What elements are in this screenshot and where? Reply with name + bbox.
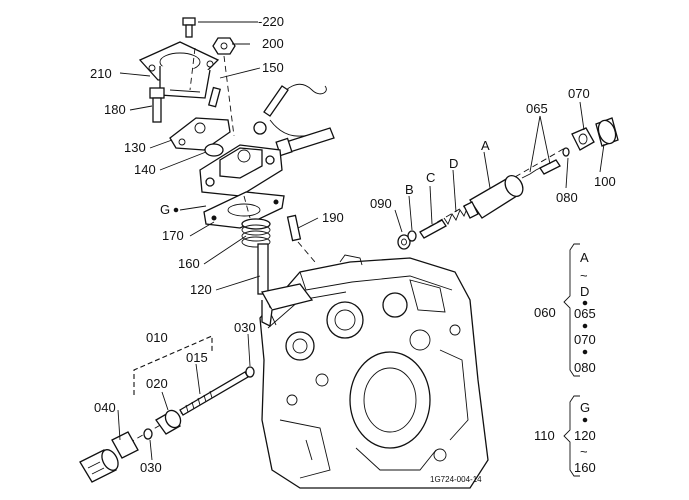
washer-080 [562,147,570,157]
group-060-item-5: 080 [574,360,596,375]
rod-015 [179,371,249,416]
label-070: 070 [568,86,590,101]
label-090: 090 [370,196,392,211]
label-160: 160 [178,256,200,271]
nut-070 [571,127,595,151]
label-100: 100 [594,174,616,189]
group-110-item-1: 120 [574,428,596,443]
nut-200 [212,37,236,55]
label-G: G [160,202,170,217]
bullet-G [173,207,179,213]
bracket-130 [169,117,231,151]
group-110-item-0: G [580,400,590,415]
label-140: 140 [134,162,156,177]
governor-housing [199,144,283,197]
part-labels: -220 200 210 150 180 130 140 G 170 160 1… [90,14,616,475]
long-bolt [275,127,335,157]
label-A: A [481,138,490,153]
pin-150 [207,86,221,108]
ring-b [407,230,417,242]
gasket-170 [203,191,285,229]
body-a [463,175,524,219]
group-110-ref: 110 [534,428,555,443]
group-110-dot-1 [582,417,588,423]
label-010: 010 [146,330,168,345]
cable [253,84,327,137]
engine-block [259,254,489,489]
group-060-ref: 060 [534,305,556,320]
label-020: 020 [146,376,168,391]
group-060-dot-3 [582,349,588,355]
label-200: 200 [262,36,284,51]
lower-assembly [79,335,255,483]
label-B: B [405,182,414,197]
group-110-item-3: 160 [574,460,596,475]
plate-120 [257,243,314,327]
group-060-item-4: 070 [574,332,596,347]
spring-160 [241,218,271,248]
label-190: 190 [322,210,344,225]
washer-030b [143,428,153,440]
label-030-lower: 030 [140,460,162,475]
leader-lines [117,21,605,461]
sleeve-020 [155,409,182,435]
cap-040 [79,431,139,483]
washer-090 [397,234,411,250]
label-040: 040 [94,400,116,415]
cap-100 [595,117,619,147]
rod-c [419,219,447,239]
upper-assembly [138,17,335,327]
gasket-210 [138,41,220,99]
label-170: 170 [162,228,184,243]
label-065: 065 [526,101,548,116]
pin-190 [286,214,302,242]
label-C: C [426,170,435,185]
label-130: 130 [124,140,146,155]
lever-140 [204,143,224,157]
label-210: 210 [90,66,112,81]
bolt-220 [182,17,196,38]
group-110-item-2: ~ [580,444,588,459]
label-D: D [449,156,458,171]
group-060-item-3: 065 [574,306,596,321]
bracket-010 [133,335,213,395]
label-030-upper: 030 [234,320,256,335]
group-060-item-1: ~ [580,268,588,283]
group-060-dot-2 [582,323,588,329]
label-220: -220 [258,14,284,29]
group-060-item-0: A [580,250,589,265]
label-015: 015 [186,350,208,365]
group-110: 110 G 120 ~ 160 [534,395,596,477]
figure-code: 1G724-004-14 [430,475,482,484]
group-060-dot-1 [582,300,588,306]
label-080: 080 [556,190,578,205]
label-120: 120 [190,282,212,297]
label-150: 150 [262,60,284,75]
injector-assembly [397,117,619,250]
bolt-180 [149,87,165,123]
group-060: 060 A ~ D 065 070 080 [534,243,596,377]
label-180: 180 [104,102,126,117]
group-060-item-2: D [580,284,589,299]
seat-065 [521,159,561,179]
washer-030a [245,366,255,378]
